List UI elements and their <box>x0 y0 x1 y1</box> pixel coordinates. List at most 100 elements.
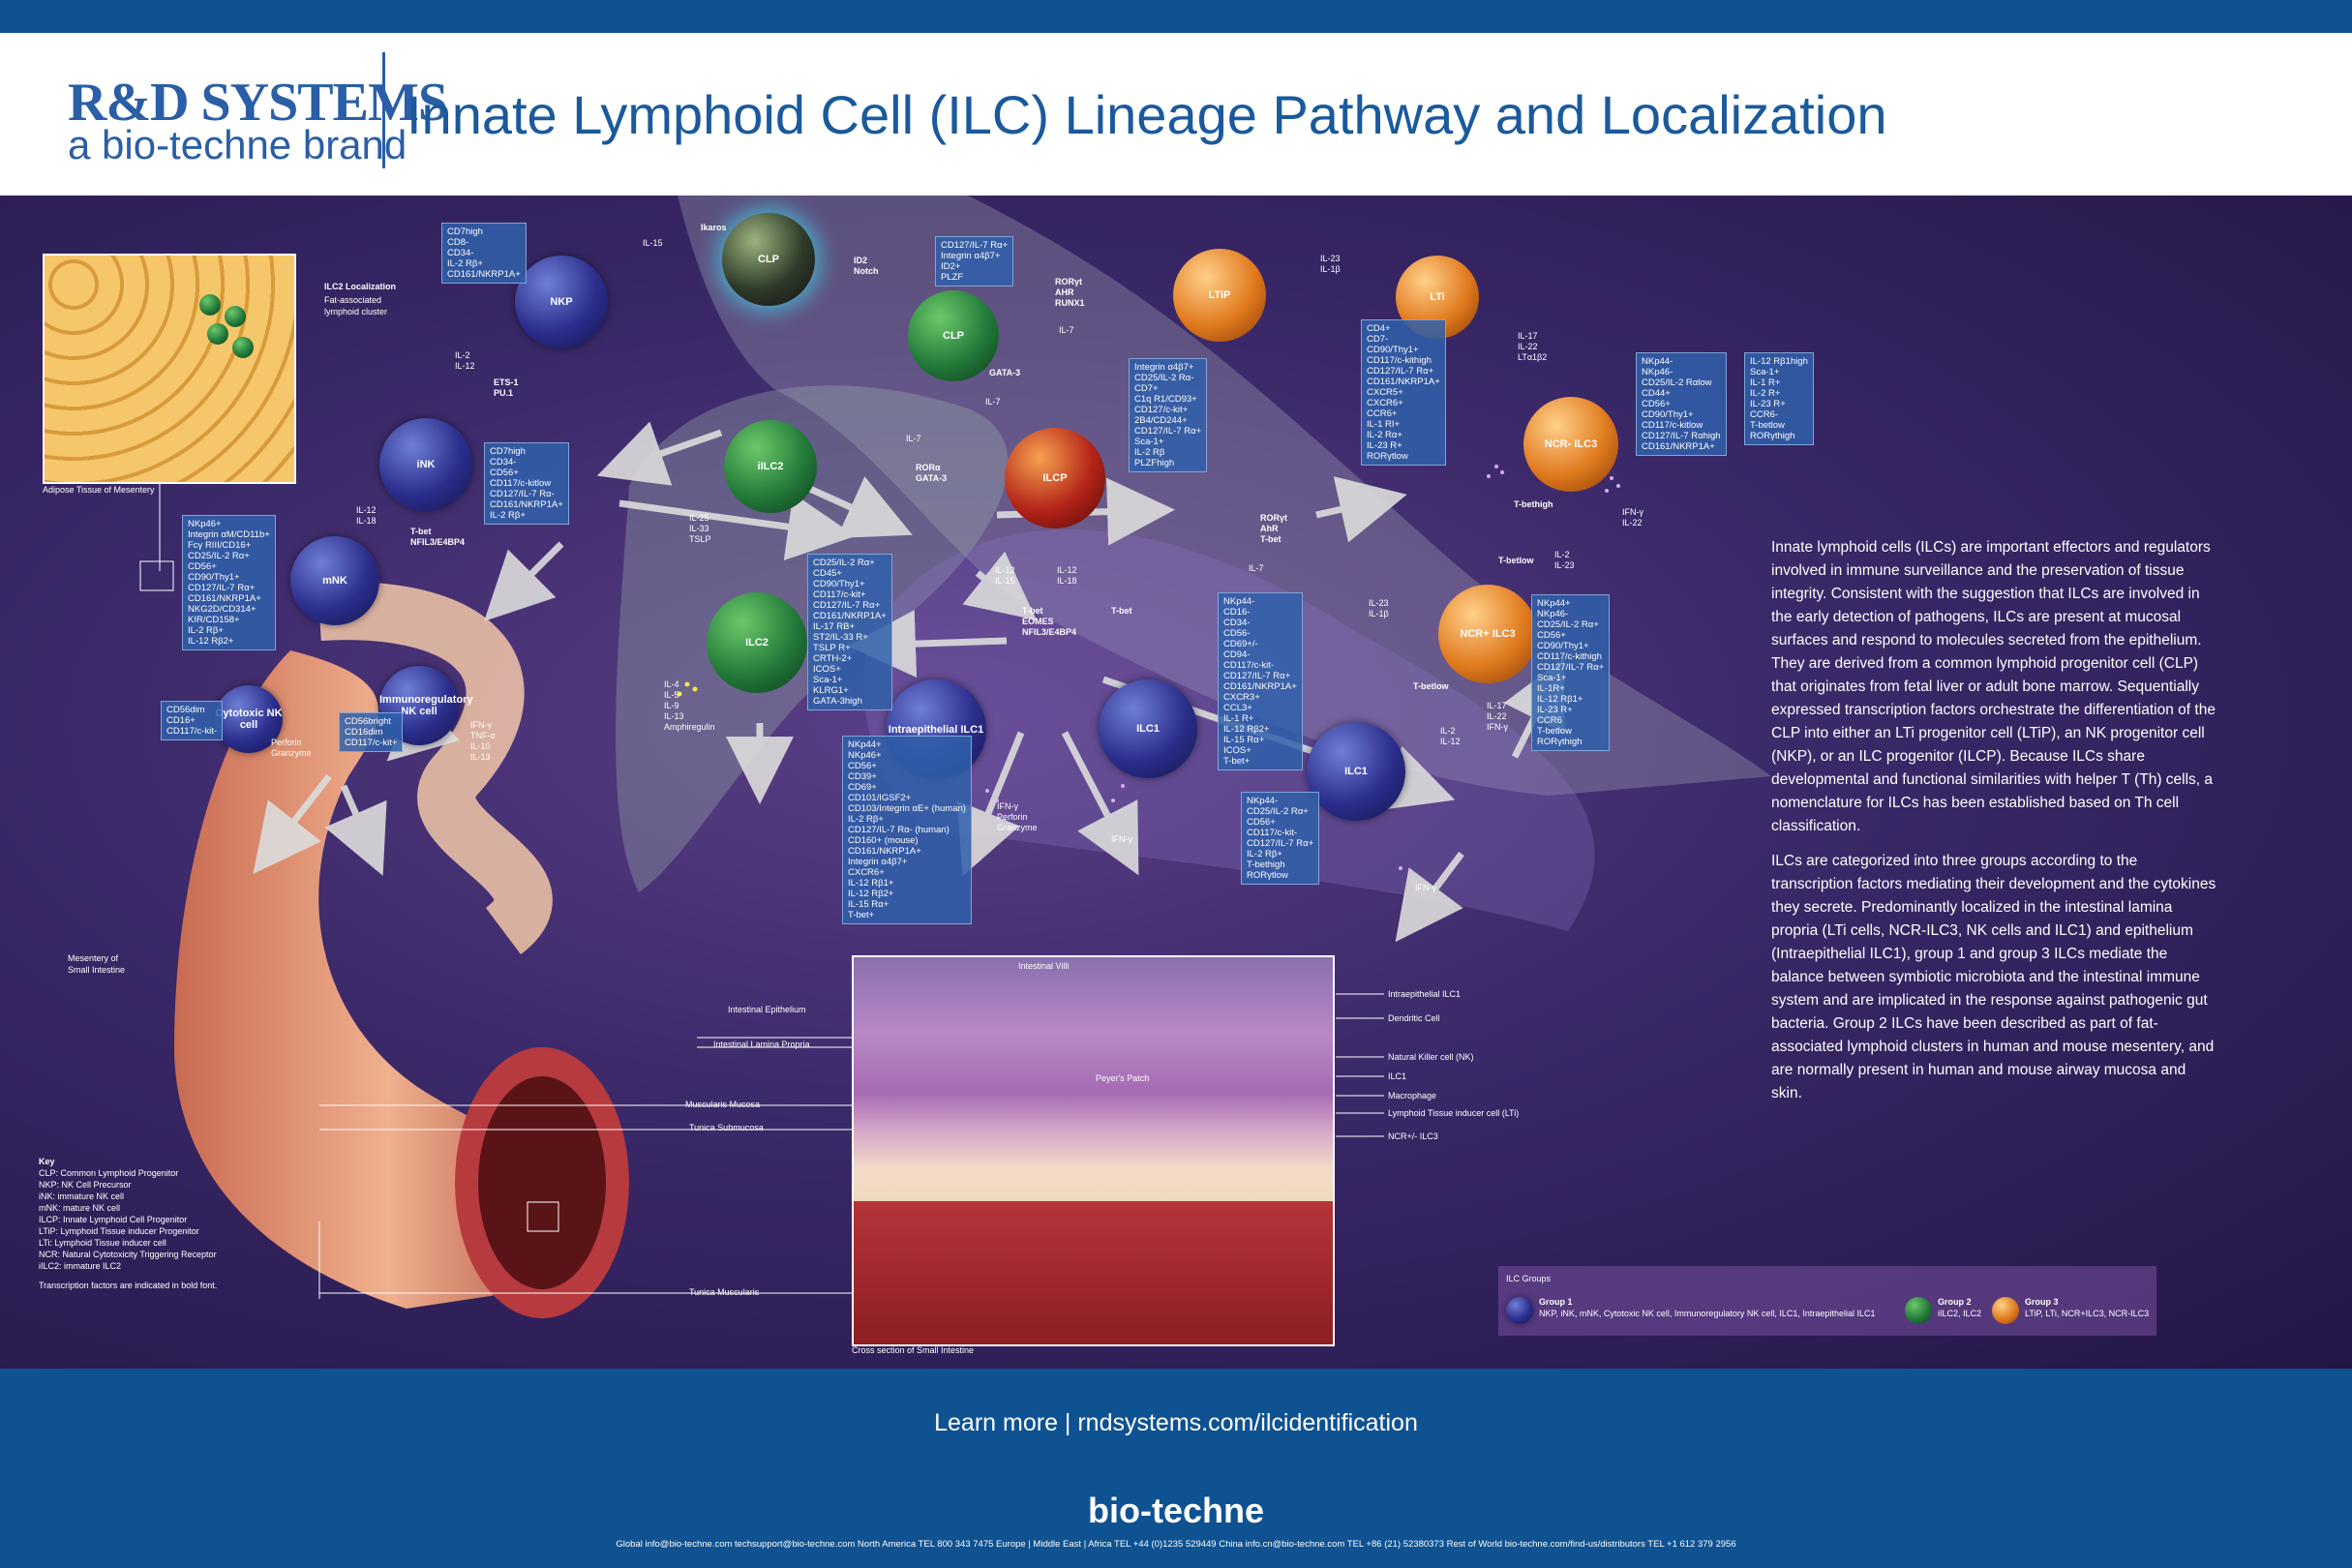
legend-group2-title: Group 2 <box>1938 1297 1972 1307</box>
cyt-il12-il18-a: IL-12 IL-18 <box>356 505 377 526</box>
inset-subtitle: Fat-associated lymphoid cluster <box>324 295 388 317</box>
cyt-il2-il23: IL-2 IL-23 <box>1554 550 1575 570</box>
cyt-il12-il18-b: IL-12 IL-18 <box>1057 565 1077 586</box>
cyt-il4-il13: IL-4 IL-5 IL-9 IL-13 Amphiregulin <box>664 679 715 732</box>
header-divider <box>382 52 385 168</box>
biotechne-brand-text: a bio-techne brand <box>68 122 407 167</box>
legend-group2-swatch <box>1905 1297 1932 1324</box>
key-note: Transcription factors are indicated in b… <box>39 1281 218 1290</box>
key-item: iNK: immature NK cell <box>39 1191 125 1201</box>
cell-cytotoxic-nk: Cytotoxic NK cell <box>215 685 283 753</box>
cell-ncr-pos-ilc3: NCR+ ILC3 <box>1438 585 1537 683</box>
label-ncr-ilc3: NCR+/- ILC3 <box>1388 1131 1438 1141</box>
cyt-ifn-b: IFN-γ <box>1415 883 1436 892</box>
legend-group3-title: Group 3 <box>2025 1297 2059 1307</box>
cyt-il25-il33: IL-25 IL-33 TSLP <box>689 513 711 544</box>
markers-intraepithelial-ilc1: NKp44+ NKp46+ CD56+ CD39+ CD69+ CD101/IG… <box>842 736 972 924</box>
footer: Learn more | rndsystems.com/ilcidentific… <box>0 1369 2352 1568</box>
legend-group1-title: Group 1 <box>1539 1297 1573 1307</box>
label-tunica-submucosa: Tunica Submucosa <box>689 1123 764 1132</box>
cyt-il23-il1b-a: IL-23 IL-1β <box>1320 254 1341 274</box>
cell-nkp: NKP <box>515 256 608 348</box>
legend-group2-text: iILC2, ILC2 <box>1938 1309 1982 1318</box>
cell-clp: CLP <box>722 213 815 306</box>
villi-label: Intestinal Villi <box>1018 961 1070 971</box>
ilc-groups-legend: ILC Groups Group 1 NKP, iNK, mNK, Cytoto… <box>1498 1266 2156 1336</box>
cross-section-caption: Cross section of Small Intestine <box>852 1345 975 1355</box>
cyt-il7-c: IL-7 <box>906 434 921 443</box>
label-tunica-muscularis: Tunica Muscularis <box>689 1287 760 1297</box>
legend-group3-swatch <box>1992 1297 2019 1324</box>
markers-cytotoxic-nk: CD56dim CD16+ CD117/c-kit- <box>161 701 224 740</box>
cyt-il17-il22: IL-17 IL-22 LTα1β2 <box>1518 331 1548 362</box>
key-item: LTiP: Lymphoid Tissue inducer Progenitor <box>39 1226 199 1236</box>
legend-group1-text: NKP, iNK, mNK, Cytotoxic NK cell, Immuno… <box>1539 1309 1876 1318</box>
label-lti: Lymphoid Tissue inducer cell (LTi) <box>1388 1108 1520 1118</box>
cyt-il15: IL-15 <box>643 238 663 248</box>
markers-ncr-neg-ilc3: NKp44- NKp46- CD25/IL-2 Rαlow CD44+ CD56… <box>1636 352 1727 456</box>
cross-section-illustration: Intestinal Villi Peyer's Patch <box>852 955 1335 1346</box>
description-paragraph-1: Innate lymphoid cells (ILCs) are importa… <box>1771 539 2216 834</box>
cluster-cell <box>232 337 254 358</box>
markers-ncr-neg-ilc3-2: IL-12 Rβ1high Sca-1+ IL-1 R+ IL-2 R+ IL-… <box>1744 352 1814 445</box>
cluster-cell <box>225 306 246 327</box>
description-paragraph-2: ILCs are categorized into three groups a… <box>1771 853 2216 1101</box>
tf-ror-gata3: RORα GATA-3 <box>916 463 948 483</box>
cell-ilc2: ILC2 <box>707 592 807 693</box>
key-item: NCR: Natural Cytotoxicity Triggering Rec… <box>39 1250 217 1259</box>
markers-clp: CD127/IL-7 Rα+ Integrin α4β7+ ID2+ PLZF <box>935 236 1014 286</box>
mesentery-label: Mesentery of Small Intestine <box>68 953 126 975</box>
learn-more-link[interactable]: Learn more | rndsystems.com/ilcidentific… <box>934 1409 1418 1436</box>
label-lamina-propria: Intestinal Lamina Propria <box>713 1040 810 1049</box>
cell-ink: iNK <box>379 418 472 511</box>
peyers-patch-label: Peyer's Patch <box>1096 1073 1150 1083</box>
cell-ilcp: ILCP <box>1005 428 1105 528</box>
markers-lti: CD4+ CD7- CD90/Thy1+ CD117/c-kithigh CD1… <box>1361 319 1446 466</box>
markers-ilc2: CD25/IL-2 Rα+ CD45+ CD90/Thy1+ CD117/c-k… <box>807 554 892 710</box>
markers-ncr-pos-ilc3: NKp44+ NKp46- CD25/IL-2 Rα+ CD56+ CD90/T… <box>1531 594 1611 751</box>
tf-tbet-nfil3: T-bet NFIL3/E4BP4 <box>410 527 466 547</box>
key-item: NKP: NK Cell Precursor <box>39 1180 132 1190</box>
label-nk-cell: Natural Killer cell (NK) <box>1388 1052 1474 1062</box>
cell-ilc1-a: ILC1 <box>1099 679 1197 778</box>
key-item: mNK: mature NK cell <box>39 1203 121 1213</box>
tf-tbet-high: T-bethigh <box>1514 499 1553 509</box>
cyt-il7-a: IL-7 <box>1059 325 1074 335</box>
tf-ror-ahr-tbet: RORγt AhR T-bet <box>1260 513 1288 544</box>
label-intraepithelial-ilc1: Intraepithelial ILC1 <box>1388 989 1462 999</box>
tf-tbet-low-2: T-betlow <box>1413 681 1449 691</box>
legend-title: ILC Groups <box>1506 1274 1552 1283</box>
tf-ror-ahr-runx1: RORγt AHR RUNX1 <box>1055 277 1085 308</box>
ilc2-cluster <box>199 294 267 372</box>
cyt-il7-d: IL-7 <box>1249 563 1264 573</box>
legend-group3-text: LTiP, LTi, NCR+ILC3, NCR-ILC3 <box>2025 1309 2150 1318</box>
markers-ink: CD7high CD34- CD56+ CD117/c-kitlow CD127… <box>484 442 569 525</box>
markers-immunoregulatory-nk: CD56bright CD16dim CD117/c-kit+ <box>339 712 404 752</box>
key-item: ILCP: Innate Lymphoid Cell Progenitor <box>39 1215 188 1224</box>
key-title: Key <box>39 1157 55 1166</box>
cell-clp2: CLP <box>908 290 999 381</box>
cyt-ifn-a: IFN-γ <box>1111 834 1132 844</box>
description: Innate lymphoid cells (ILCs) are importa… <box>1771 536 2216 1117</box>
abbreviation-key: Key CLP: Common Lymphoid Progenitor NKP:… <box>39 1156 217 1291</box>
top-bar <box>0 0 2352 33</box>
tf-id2-notch: ID2 Notch <box>854 256 879 276</box>
contact-info: Global info@bio-techne.com techsupport@b… <box>616 1539 1736 1550</box>
inset-title: ILC2 Localization <box>324 282 397 291</box>
cyt-il17-ifn: IL-17 IL-22 IFN-γ <box>1487 701 1508 732</box>
markers-ilcp: Integrin α4β7+ CD25/IL-2 Rα- CD7+ C1q R1… <box>1129 358 1208 472</box>
page-title: Innate Lymphoid Cell (ILC) Lineage Pathw… <box>407 84 1887 145</box>
adipose-inset <box>43 254 296 484</box>
tf-ets1: ETS-1 PU.1 <box>494 377 519 398</box>
inset-caption: Adipose Tissue of Mesentery <box>43 485 155 495</box>
key-item: LTi: Lymphoid Tissue inducer cell <box>39 1238 166 1248</box>
key-item: iILC2: immature ILC2 <box>39 1261 122 1271</box>
diagram-area: ILC2 Localization Fat-associated lymphoi… <box>0 196 2352 1369</box>
label-intestinal-epithelium: Intestinal Epithelium <box>728 1005 806 1014</box>
biotechne-logo: bio-techne <box>1087 1491 1264 1530</box>
cyt-perforin: Perforin Granzyme <box>271 738 312 758</box>
header: R&D SYSTEMS a bio-techne brand Innate Ly… <box>0 33 2352 196</box>
tf-gata3: GATA-3 <box>989 368 1021 377</box>
cell-ilc1-b: ILC1 <box>1307 722 1405 821</box>
label-dendritic-cell: Dendritic Cell <box>1388 1013 1440 1023</box>
